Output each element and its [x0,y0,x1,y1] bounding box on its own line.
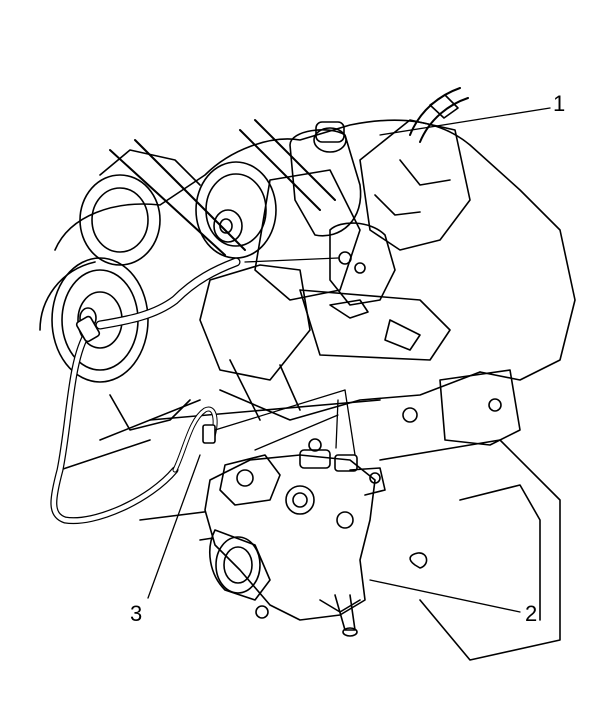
power-steering-hoses [50,257,241,525]
install-line-2 [214,389,346,431]
leader-line-2 [369,579,521,613]
callout-3: 3 [130,601,143,626]
install-line-3 [254,414,339,451]
install-line-4 [344,389,356,456]
steering-gear [204,438,386,637]
install-line-1 [244,257,339,263]
install-line-5 [335,399,339,449]
callout-1: 1 [553,91,566,116]
callout-2: 2 [525,601,538,626]
leader-line-1 [379,107,551,136]
leader-line-3 [147,454,201,599]
callout-leader-lines [147,107,551,613]
